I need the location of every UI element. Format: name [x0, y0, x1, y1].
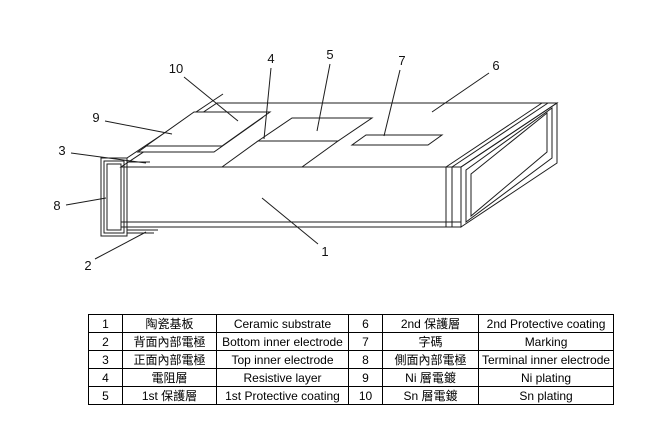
cell-en: Resistive layer	[216, 368, 349, 387]
cell-no: 9	[348, 368, 383, 387]
callout-1-leader	[261, 197, 319, 245]
chip-front-face	[120, 166, 462, 228]
marking-slot	[350, 134, 444, 146]
callout-9-leader	[104, 120, 173, 135]
callout-6-label: 6	[492, 58, 499, 73]
sn-plating-plate	[144, 111, 272, 147]
cell-cn: 側面內部電極	[382, 350, 479, 369]
callout-labels: 1 2 3 4 5 6 7 8 9 10	[53, 47, 499, 273]
table-row: 3 正面內部電極 Top inner electrode 8 側面內部電極 Te…	[88, 350, 615, 369]
cell-en: Terminal inner electrode	[477, 350, 615, 369]
cell-no: 8	[348, 350, 383, 369]
cell-cn: 陶瓷基板	[122, 314, 217, 333]
cell-cn: Sn 層電鍍	[382, 386, 479, 405]
cell-no: 10	[348, 386, 383, 405]
terminal-layer-mid	[103, 160, 125, 234]
callout-3-label: 3	[58, 143, 65, 158]
table-row: 4 電阻層 Resistive layer 9 Ni 層電鍍 Ni platin…	[88, 368, 615, 387]
cell-no: 2	[88, 332, 123, 351]
callout-2-label: 2	[84, 258, 91, 273]
callout-6-leader	[431, 72, 490, 113]
terminal-layer-outer	[100, 157, 128, 237]
right-terminal-top-line-1	[445, 102, 543, 168]
cell-cn: 字碼	[382, 332, 479, 351]
chip-structure-diagram: 1 2 3 4 5 6 7 8 9 10	[53, 47, 559, 273]
table-row: 2 背面內部電極 Bottom inner electrode 7 字碼 Mar…	[88, 332, 615, 351]
callout-8-leader	[65, 197, 107, 206]
callout-4-label: 4	[267, 51, 274, 66]
cell-no: 7	[348, 332, 383, 351]
cell-en: Sn plating	[477, 386, 615, 405]
callout-2-leader	[94, 231, 147, 260]
cell-cn: 背面內部電極	[122, 332, 217, 351]
callout-leaders	[65, 63, 490, 260]
table-row: 5 1st 保護層 1st Protective coating 10 Sn 層…	[88, 386, 615, 405]
table-row: 1 陶瓷基板 Ceramic substrate 6 2nd 保護層 2nd P…	[88, 314, 615, 333]
cell-en: Ceramic substrate	[216, 314, 349, 333]
callout-4-leader	[263, 67, 272, 140]
callout-1-label: 1	[321, 244, 328, 259]
cell-en: 1st Protective coating	[216, 386, 349, 405]
cell-cn: 電阻層	[122, 368, 217, 387]
cell-en: Marking	[477, 332, 615, 351]
right-end-layer-inner	[470, 111, 548, 218]
cell-no: 6	[348, 314, 383, 333]
cell-cn: 正面內部電極	[122, 350, 217, 369]
cell-en: Top inner electrode	[216, 350, 349, 369]
terminal-layer-inner	[106, 163, 122, 231]
cell-no: 4	[88, 368, 123, 387]
callout-3-leader	[70, 152, 147, 164]
callout-9-label: 9	[92, 110, 99, 125]
right-terminal-top-line-2	[451, 102, 549, 168]
right-terminal-layers	[445, 102, 553, 227]
callout-8-label: 8	[53, 198, 60, 213]
right-end-layer-outer	[465, 107, 553, 223]
cell-en: 2nd Protective coating	[477, 314, 615, 333]
callout-10-leader	[183, 76, 239, 122]
cell-en: Bottom inner electrode	[216, 332, 349, 351]
parts-legend-table: 1 陶瓷基板 Ceramic substrate 6 2nd 保護層 2nd P…	[88, 314, 615, 405]
cell-en: Ni plating	[477, 368, 615, 387]
cell-no: 3	[88, 350, 123, 369]
cell-cn: Ni 層電鍍	[382, 368, 479, 387]
resistive-coating-mound	[220, 117, 374, 168]
callout-7-label: 7	[398, 53, 405, 68]
cell-cn: 1st 保護層	[122, 386, 217, 405]
cell-cn: 2nd 保護層	[382, 314, 479, 333]
cell-no: 1	[88, 314, 123, 333]
resistive-layer-bevel	[220, 140, 340, 168]
protective-coating-top	[256, 117, 374, 142]
callout-5-leader	[316, 63, 331, 132]
callout-10-label: 10	[169, 61, 183, 76]
callout-5-label: 5	[326, 47, 333, 62]
cell-no: 5	[88, 386, 123, 405]
callout-7-leader	[383, 69, 401, 137]
plating-plates	[136, 111, 272, 153]
